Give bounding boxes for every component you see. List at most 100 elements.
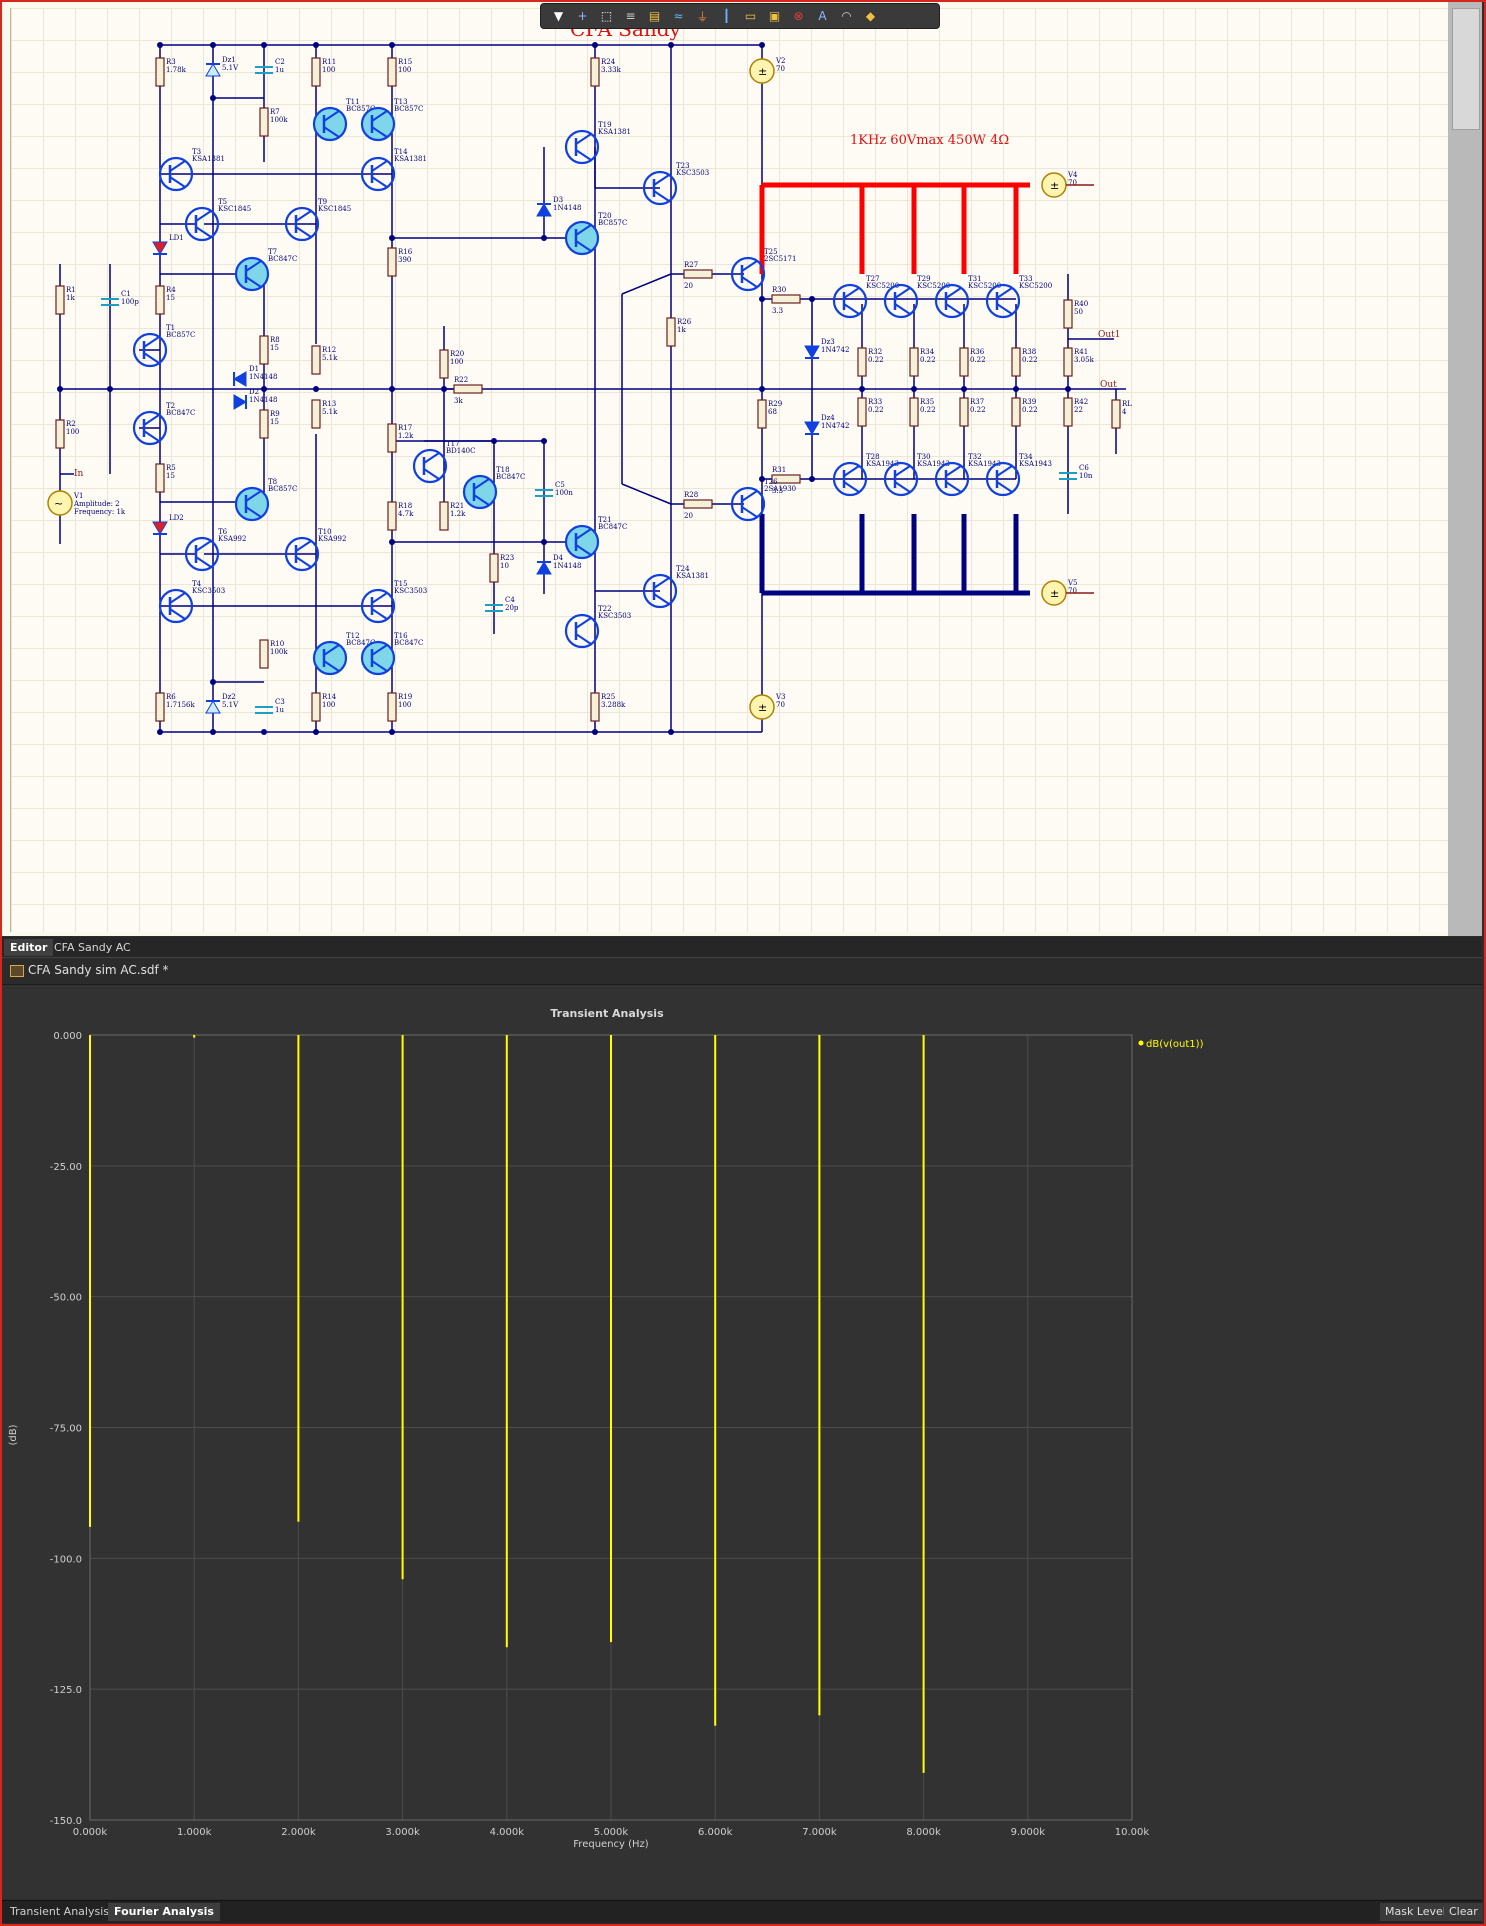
resistor-name: R36 xyxy=(970,348,985,356)
transistor-emitter xyxy=(423,468,440,480)
tab-editor[interactable]: Editor xyxy=(4,939,54,956)
transistor-emitter xyxy=(473,494,490,506)
transistor-part: KSA1381 xyxy=(598,128,631,136)
transistor-body xyxy=(564,220,600,256)
text-icon[interactable]: A xyxy=(818,9,827,23)
y-tick-label: -25.00 xyxy=(50,1162,82,1173)
junction xyxy=(313,42,319,48)
vertical-scrollbar[interactable] xyxy=(1448,2,1482,936)
resistor-name: R3 xyxy=(166,58,176,66)
ground-icon[interactable]: ⏚ xyxy=(696,9,709,24)
clear-button[interactable]: Clear xyxy=(1444,1903,1483,1921)
junction xyxy=(592,729,598,735)
transistor-collector xyxy=(371,592,388,604)
resistor-body xyxy=(387,247,397,277)
capacitor-value: 10n xyxy=(1079,472,1093,480)
transistor-name: T34 xyxy=(1019,453,1033,461)
resistor-name: R19 xyxy=(398,693,412,701)
transistor-collector xyxy=(894,287,911,299)
tab-transient-analysis[interactable]: Transient Analysis xyxy=(10,1905,109,1918)
schematic-drawing[interactable]: R31.78kR7100kR11100R15100R243.33kR11kR41… xyxy=(4,4,1448,934)
diode-body xyxy=(152,241,168,255)
transistor-emitter xyxy=(843,303,860,315)
resistor-body xyxy=(155,285,165,315)
resistor-body xyxy=(683,499,713,509)
resistor-body xyxy=(771,474,801,484)
junction xyxy=(759,386,765,392)
transistor-name: T3 xyxy=(192,148,201,156)
resistor-value: 0.22 xyxy=(970,406,986,414)
resistor-body xyxy=(909,347,919,377)
resistor-value: 3.3 xyxy=(772,307,783,315)
sheet-symbol-icon[interactable]: ▣ xyxy=(768,9,781,23)
scrollbar-thumb[interactable] xyxy=(1452,8,1480,130)
transistor-emitter xyxy=(996,481,1013,493)
mask-level-button[interactable]: Mask Level xyxy=(1380,1903,1451,1921)
resistor-body xyxy=(311,692,321,722)
transistor-name: T18 xyxy=(496,466,510,474)
tab-fourier-analysis[interactable]: Fourier Analysis xyxy=(108,1903,220,1921)
source-body xyxy=(47,490,73,516)
transistor-body xyxy=(564,524,600,560)
bus-icon[interactable]: ≈ xyxy=(673,9,684,23)
component-icon[interactable]: ▤ xyxy=(648,9,661,23)
resistor-body xyxy=(55,419,65,449)
transistor-emitter xyxy=(575,544,592,556)
transistor-body xyxy=(132,332,168,368)
source-name: V3 xyxy=(775,693,786,701)
arc-icon[interactable]: ◠ xyxy=(841,9,852,23)
transistor-name: T11 xyxy=(346,98,360,106)
select-rect-icon[interactable]: ⬚ xyxy=(600,9,613,23)
tab-cfa-sandy-ac[interactable]: CFA Sandy AC xyxy=(54,941,131,954)
x-tick-label: 3.000k xyxy=(385,1827,420,1838)
net-label-icon[interactable]: ┃ xyxy=(722,9,731,23)
junction xyxy=(1013,386,1019,392)
transistor-name: T2 xyxy=(166,402,175,410)
no-erc-icon[interactable]: ⊗ xyxy=(793,9,804,23)
resistor-body xyxy=(387,501,397,531)
y-tick-label: -125.0 xyxy=(50,1685,82,1696)
transistor-part: KSA992 xyxy=(318,535,346,543)
transistor-body xyxy=(412,448,448,484)
transistor-emitter xyxy=(945,481,962,493)
transistor-collector xyxy=(371,110,388,122)
resistor-value: 0.22 xyxy=(868,356,884,364)
filter-icon[interactable]: ▼ xyxy=(553,9,564,23)
transistor-collector xyxy=(245,260,262,272)
transistor-part: KSC3503 xyxy=(394,587,427,595)
x-axis-label: Frequency (Hz) xyxy=(573,1839,649,1850)
junction xyxy=(668,729,674,735)
highlight-icon[interactable]: ◆ xyxy=(865,9,876,23)
junction xyxy=(210,679,216,685)
port-icon[interactable]: ▭ xyxy=(744,9,757,23)
resistor-name: R8 xyxy=(270,336,280,344)
transistor-part: 2SA1930 xyxy=(764,485,796,493)
transistor-body xyxy=(832,461,868,497)
crosshair-icon[interactable]: + xyxy=(577,9,588,23)
resistor-body xyxy=(387,57,397,87)
transistor-name: T22 xyxy=(598,605,612,613)
capacitor-name: C6 xyxy=(1079,464,1089,472)
transistor-emitter xyxy=(653,190,670,202)
net-label-in: In xyxy=(74,469,84,479)
junction xyxy=(759,42,765,48)
resistor-body xyxy=(155,692,165,722)
capacitor-value: 1u xyxy=(275,706,284,714)
junction xyxy=(107,386,113,392)
diode-name: LD2 xyxy=(169,514,184,522)
align-icon[interactable]: ≡ xyxy=(625,9,636,23)
resistor-value: 15 xyxy=(166,472,175,480)
transistor-part: BC857C xyxy=(394,105,423,113)
resistor-body xyxy=(311,345,321,375)
